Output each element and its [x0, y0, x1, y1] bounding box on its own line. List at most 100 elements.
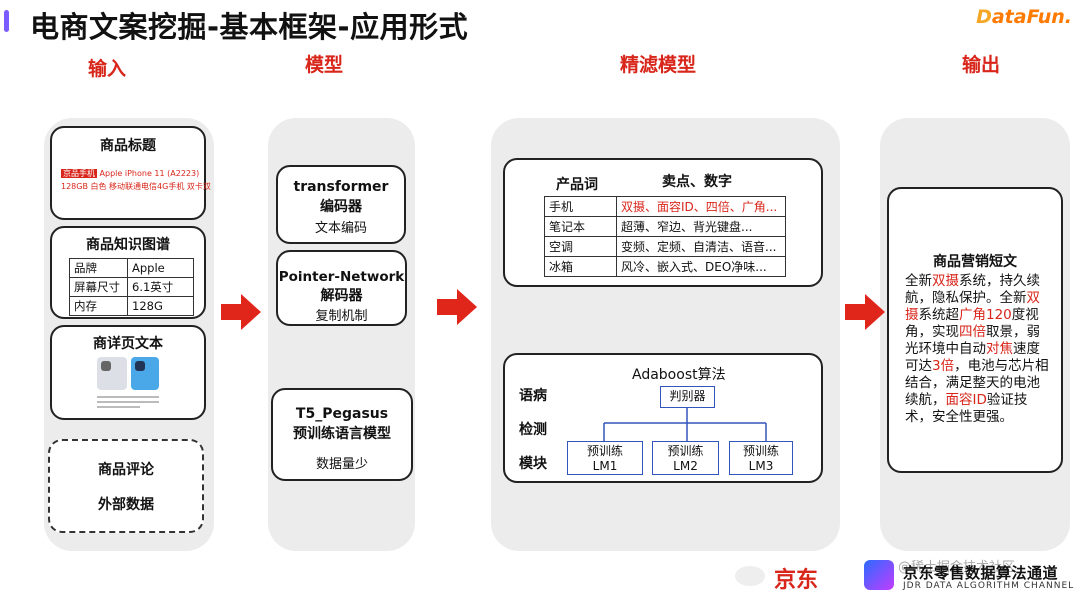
column-header-input: 输入: [88, 58, 127, 80]
highlight-keyword: 对焦: [986, 341, 1013, 357]
detail-text-lines: [97, 393, 159, 411]
copy-text: 取景，弱光环境中自动: [905, 324, 1040, 357]
t5-desc: 数据量少: [315, 457, 368, 472]
transformer-title: transformer: [293, 179, 389, 195]
channel-logo-icon: [864, 560, 894, 590]
table-cell: 冰箱: [544, 256, 617, 277]
product-tag: 京品手机: [61, 169, 97, 178]
selling-points-header: 卖点、数字: [662, 174, 732, 190]
copy-text: 速度可达: [905, 341, 1040, 374]
transformer-card: transformer 编码器 文本编码: [276, 165, 406, 244]
arrow-right-icon: [437, 289, 477, 325]
grammar-label-2: 检测: [519, 422, 547, 438]
table-row: 笔记本超薄、窄边、背光键盘...: [544, 216, 786, 237]
copy-text: 度视角，实现: [905, 307, 1039, 340]
table-cell: 风冷、嵌入式、DEO净味...: [616, 256, 786, 277]
arrow-right-icon: [845, 294, 885, 330]
product-title-card: 商品标题 京品手机 Apple iPhone 11 (A2223) 128GB …: [50, 126, 211, 220]
keyword-table-card: 产品词 卖点、数字 手机双摄、面容ID、四倍、广角... 笔记本超薄、窄边、背光…: [503, 158, 823, 287]
grammar-label-3: 模块: [519, 456, 547, 472]
table-cell: 128G: [127, 296, 194, 316]
table-cell: 内存: [69, 296, 128, 316]
copy-text: 系统，持久续航，隐私保护。全新: [905, 273, 1040, 306]
table-row: 冰箱风冷、嵌入式、DEO净味...: [544, 256, 786, 277]
highlight-keyword: 四倍: [959, 324, 986, 340]
copy-text: 系统超: [918, 307, 960, 323]
jd-brand-logo: 京东: [774, 568, 819, 593]
column-header-model: 模型: [305, 54, 344, 76]
product-title-line1: Apple iPhone 11 (A2223): [99, 169, 200, 178]
highlight-keyword: 双摄: [932, 273, 959, 289]
highlight-keyword: 双摄: [905, 290, 1040, 323]
table-cell: 超薄、窄边、背光键盘...: [616, 216, 786, 237]
datafun-logo: DataFun.: [976, 6, 1072, 28]
pointer-network-title: Pointer-Network: [278, 269, 405, 285]
title-accent-bar: [4, 10, 9, 32]
extra-data-card: 商品评论 外部数据: [48, 439, 204, 533]
phone-image-blue: [131, 357, 159, 390]
jd-dog-icon: [735, 566, 765, 586]
table-cell: 双摄、面容ID、四倍、广角...: [616, 196, 786, 217]
lm3-line2: LM3: [748, 459, 774, 473]
lm2-line1: 预训练: [667, 444, 704, 458]
table-cell: 变频、定频、自清洁、语音...: [616, 236, 786, 257]
lm1-line1: 预训练: [586, 444, 623, 458]
t5-pegasus-card: T5_Pegasus 预训练语言模型 数据量少: [271, 388, 413, 481]
lm1-line2: LM1: [592, 459, 618, 473]
external-data-label: 外部数据: [98, 497, 154, 513]
copy-text: 验证技术，安全性更强。: [905, 392, 1028, 425]
lm3-box: 预训练 LM3: [729, 441, 793, 475]
adaboost-card: 语病 检测 模块 Adaboost算法 判别器 预训练 LM1 预训练 LM2 …: [503, 353, 823, 483]
highlight-keyword: 广角120: [959, 307, 1012, 323]
t5-pegasus-title: T5_Pegasus: [295, 406, 389, 422]
judge-connector-lines: [603, 408, 767, 441]
detail-text-heading: 商详页文本: [93, 336, 163, 352]
lm3-line1: 预训练: [742, 444, 779, 458]
pointer-network-card: Pointer-Network 解码器 复制机制: [276, 250, 407, 326]
keyword-table: 手机双摄、面容ID、四倍、广角... 笔记本超薄、窄边、背光键盘... 空调变频…: [544, 196, 786, 277]
table-cell: 品牌: [69, 258, 128, 278]
table-cell: 笔记本: [544, 216, 617, 237]
pretrained-lm-title: 预训练语言模型: [293, 426, 391, 442]
phone-image-white: [97, 357, 127, 390]
table-cell: Apple: [127, 258, 194, 278]
adaboost-title: Adaboost算法: [632, 367, 726, 383]
marketing-copy-body: 全新双摄系统，持久续航，隐私保护。全新双摄系统超广角120度视角，实现四倍取景，…: [889, 273, 1061, 426]
reviews-label: 商品评论: [98, 462, 154, 478]
column-header-filter: 精滤模型: [620, 54, 697, 76]
table-cell: 空调: [544, 236, 617, 257]
lm1-box: 预训练 LM1: [567, 441, 643, 475]
table-cell: 屏幕尺寸: [69, 277, 128, 297]
marketing-copy-heading: 商品营销短文: [933, 254, 1017, 270]
lm2-line2: LM2: [673, 459, 698, 473]
detail-text-card: 商详页文本: [50, 325, 206, 420]
highlight-keyword: 面容ID: [945, 392, 987, 408]
encoder-desc: 文本编码: [314, 221, 367, 236]
watermark-text: @稀土掘金技术社区: [898, 560, 1016, 575]
highlight-keyword: 3倍: [932, 358, 955, 374]
table-cell: 手机: [544, 196, 617, 217]
marketing-copy-card: 商品营销短文 全新双摄系统，持久续航，隐私保护。全新双摄系统超广角120度视角，…: [887, 187, 1063, 473]
product-word-header: 产品词: [556, 177, 598, 193]
judge-box: 判别器: [660, 386, 715, 408]
table-cell: 6.1英寸: [127, 277, 194, 297]
table-row: 空调变频、定频、自清洁、语音...: [544, 236, 786, 257]
grammar-label-1: 语病: [519, 388, 547, 404]
knowledge-graph-heading: 商品知识图谱: [86, 237, 170, 253]
column-header-output: 输出: [962, 54, 1001, 76]
copy-text: 全新: [905, 273, 932, 289]
product-title-heading: 商品标题: [100, 138, 156, 154]
channel-name-en: JDR DATA ALGORITHM CHANNEL: [903, 581, 1075, 591]
decoder-desc: 复制机制: [315, 309, 368, 324]
encoder-title: 编码器: [320, 199, 362, 215]
copy-text: ，电池与芯片相结合，满足整天的电池续航，: [905, 358, 1049, 408]
channel-name-cn: 京东零售数据算法通道: [903, 564, 1059, 582]
product-title-line2: 128GB 白色 移动联通电信4G手机 双卡双: [61, 182, 211, 191]
page-title: 电商文案挖掘-基本框架-应用形式: [30, 10, 469, 44]
lm2-box: 预训练 LM2: [652, 441, 719, 475]
